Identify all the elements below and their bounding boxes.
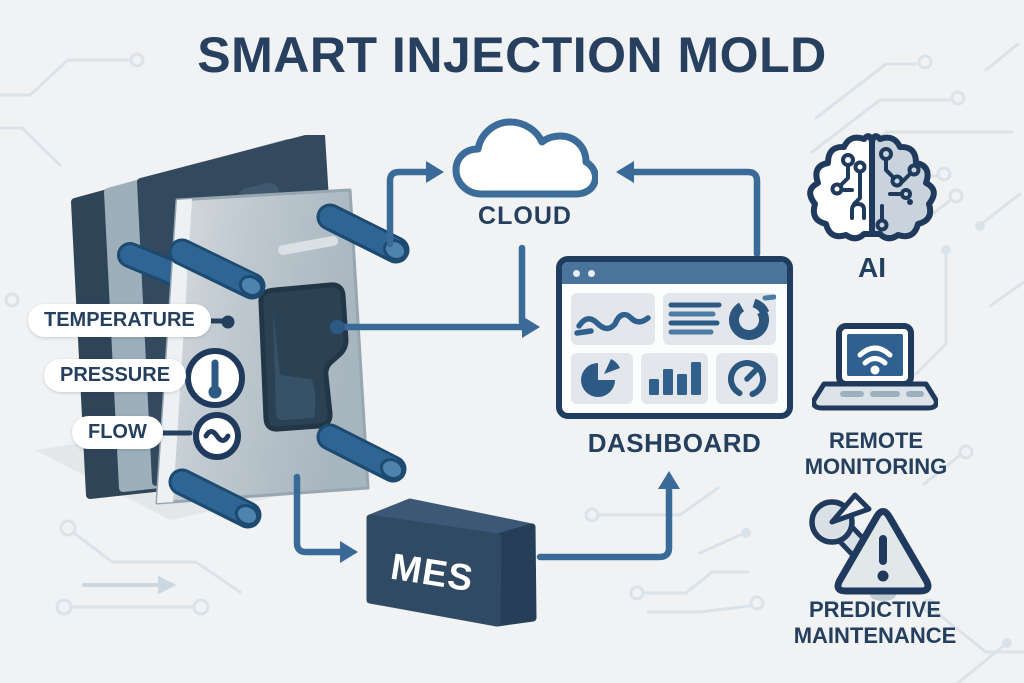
report-donut-tile (663, 293, 776, 345)
temperature-sensor-dot (221, 315, 235, 329)
laptop-wifi-icon (812, 323, 938, 411)
arrow-dashboard-to-cloud (628, 168, 761, 258)
wrench-warning-icon (809, 492, 932, 601)
warning-triangle-icon (834, 508, 932, 595)
pressure-callout: PRESSURE (44, 359, 187, 392)
remote-monitoring-label: REMOTE MONITORING (804, 428, 948, 479)
circuit-brain-icon (807, 133, 937, 242)
ai-label: AI (858, 252, 886, 283)
pie-chart-icon (581, 359, 620, 397)
line-chart-icon (574, 311, 651, 336)
arrow-mold-to-mes (293, 473, 346, 556)
gauge-tile (716, 353, 778, 404)
bar-chart-icon (649, 362, 701, 395)
flow-callout: FLOW (72, 416, 163, 449)
line-chart-tile (571, 293, 655, 345)
window-dot-icon (588, 269, 595, 277)
list-donut-icon (668, 294, 776, 340)
arrow-mes-to-dashboard (536, 484, 673, 561)
dashboard-label: DASHBOARD (587, 428, 762, 458)
page-title: SMART INJECTION MOLD (197, 27, 827, 83)
gauge-icon (728, 360, 766, 398)
dashboard-window (556, 256, 793, 419)
dashboard-titlebar (562, 262, 787, 284)
mes-box-icon: MES (366, 498, 537, 627)
temperature-callout: TEMPERATURE (28, 304, 211, 337)
arrow-mold-to-cloud (386, 168, 432, 248)
window-dot-icon (573, 269, 580, 277)
flow-wave-icon (193, 412, 241, 460)
pie-chart-tile (571, 353, 633, 404)
cloud-icon (452, 118, 598, 198)
bar-chart-tile (641, 353, 708, 404)
guide-pins (168, 203, 410, 529)
injection-mold-illustration (35, 135, 410, 529)
wifi-icon (857, 345, 893, 366)
predictive-maintenance-label: PREDICTIVE MAINTENANCE (793, 597, 957, 648)
cloud-label: CLOUD (478, 202, 572, 230)
